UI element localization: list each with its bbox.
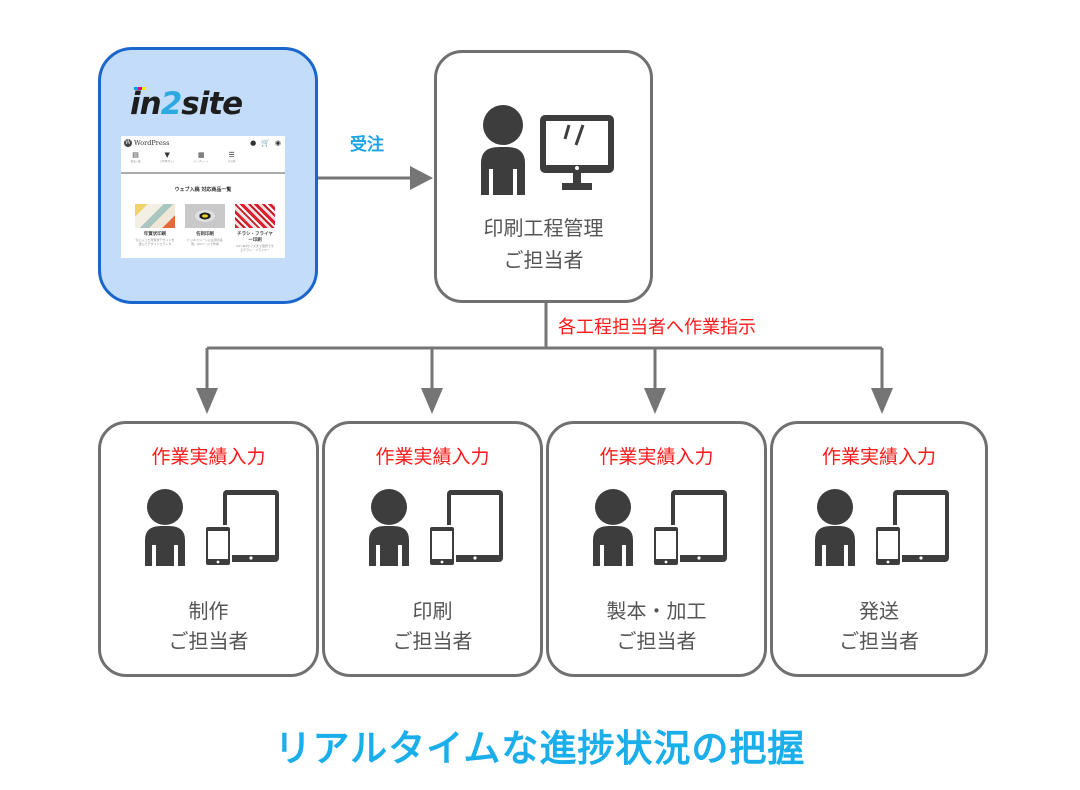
arrowhead-2 (421, 388, 443, 414)
mockup-header-icons: ● 🛒 ◉ (250, 139, 281, 147)
arrowhead-3 (644, 388, 666, 414)
in2site-logo: in2site (130, 84, 290, 124)
person-icon (369, 489, 409, 566)
task-label: 作業実績入力 (151, 446, 266, 468)
template-icon: ▦ (198, 151, 205, 159)
worker-icons (593, 489, 727, 566)
worker-box-printing: 作業実績入力 印刷 ご担当者 (322, 421, 543, 677)
product-thumbnail (185, 204, 225, 228)
manager-role-line2: ご担当者 (503, 248, 584, 272)
menu-icon: ☰ (228, 151, 235, 159)
worker-role-line2: ご担当者 (839, 629, 919, 653)
mockup-nav-item: ▦テンプレート (193, 151, 209, 163)
logo-2: 2 (160, 86, 183, 122)
worker-box-shipping: 作業実績入力 発送 ご担当者 (770, 421, 988, 677)
task-label: 作業実績入力 (821, 446, 936, 468)
website-mockup: W WordPress ● 🛒 ◉ ▤商品一覧 ▼ご利用ガイド ▦テンプレート … (121, 136, 285, 258)
person-icon (481, 105, 525, 195)
logo-in: in (130, 86, 162, 122)
manager-icons (481, 105, 614, 195)
smartphone-icon (652, 525, 680, 566)
order-arrowhead (410, 166, 433, 190)
mockup-product: チラシ・フライヤー印刷 A4〜B4サイズまで選択できるチラシ・フライヤー (235, 204, 275, 252)
mockup-section-title: ウェブ入稿 対応商品一覧 (174, 187, 232, 193)
mockup-nav-item: ▤商品一覧 (130, 151, 141, 163)
tablet-icon (223, 490, 279, 562)
person-icon (145, 489, 185, 566)
arrowhead-1 (196, 388, 218, 414)
arrowhead-4 (871, 388, 893, 414)
user-icon: ◉ (274, 139, 281, 147)
smartphone-icon (428, 525, 456, 566)
tablet-icon (447, 490, 503, 562)
instruction-label: 各工程担当者へ作業指示 (558, 317, 756, 338)
cmy-color-mark (134, 87, 146, 90)
worker-box-binding: 作業実績入力 製本・加工 ご担当者 (546, 421, 767, 677)
worker-role-line1: 印刷 (412, 599, 453, 623)
logo-site: site (181, 86, 243, 122)
map-pin-icon: ▼ (164, 151, 170, 159)
worker-icons (145, 489, 279, 566)
worker-role-line2: ご担当者 (392, 629, 473, 653)
worker-icons (369, 489, 503, 566)
monitor-icon (540, 115, 614, 190)
mockup-products: 年賀状印刷 気に入った年賀状デザインを選んでデザインエディタ 名刺印刷 ビジネス… (135, 204, 275, 252)
worker-role-line2: ご担当者 (168, 629, 249, 653)
person-icon (815, 489, 855, 566)
mockup-brand: W WordPress (124, 139, 169, 147)
tablet-icon (671, 490, 727, 562)
task-label: 作業実績入力 (599, 446, 714, 468)
worker-role-line1: 制作 (188, 599, 229, 623)
cart-icon: 🛒 (261, 139, 270, 147)
worker-role-line1: 発送 (859, 599, 899, 623)
worker-icons (815, 489, 949, 566)
product-thumbnail (135, 204, 175, 228)
product-thumbnail (235, 204, 275, 228)
smartphone-icon (874, 525, 902, 566)
manager-role-line1: 印刷工程管理 (483, 216, 604, 240)
mockup-divider (121, 172, 285, 174)
worker-box-production: 作業実績入力 制作 ご担当者 (98, 421, 319, 677)
worker-role-line1: 製本・加工 (606, 599, 707, 623)
order-label: 受注 (350, 135, 384, 155)
worker-role-line2: ご担当者 (616, 629, 697, 653)
tagline: リアルタイムな進捗状況の把握 (274, 727, 806, 770)
chat-icon: ● (250, 139, 257, 147)
smartphone-icon (204, 525, 232, 566)
person-icon (593, 489, 633, 566)
mockup-nav-item: ▼ご利用ガイド (159, 151, 175, 163)
task-label: 作業実績入力 (375, 446, 490, 468)
mockup-product: 年賀状印刷 気に入った年賀状デザインを選んでデザインエディタ (135, 204, 175, 252)
mockup-nav: ▤商品一覧 ▼ご利用ガイド ▦テンプレート ☰その他 (121, 151, 285, 171)
process-manager-box: 印刷工程管理 ご担当者 (434, 50, 653, 303)
mockup-product: 名刺印刷 ビジネスシーンに必須の名刺。00ページで作成 (185, 204, 225, 252)
wordpress-icon: W (124, 139, 132, 147)
mockup-brand-label: WordPress (134, 139, 170, 147)
tablet-icon (893, 490, 949, 562)
list-icon: ▤ (132, 151, 139, 159)
mockup-nav-item: ☰その他 (227, 151, 236, 163)
